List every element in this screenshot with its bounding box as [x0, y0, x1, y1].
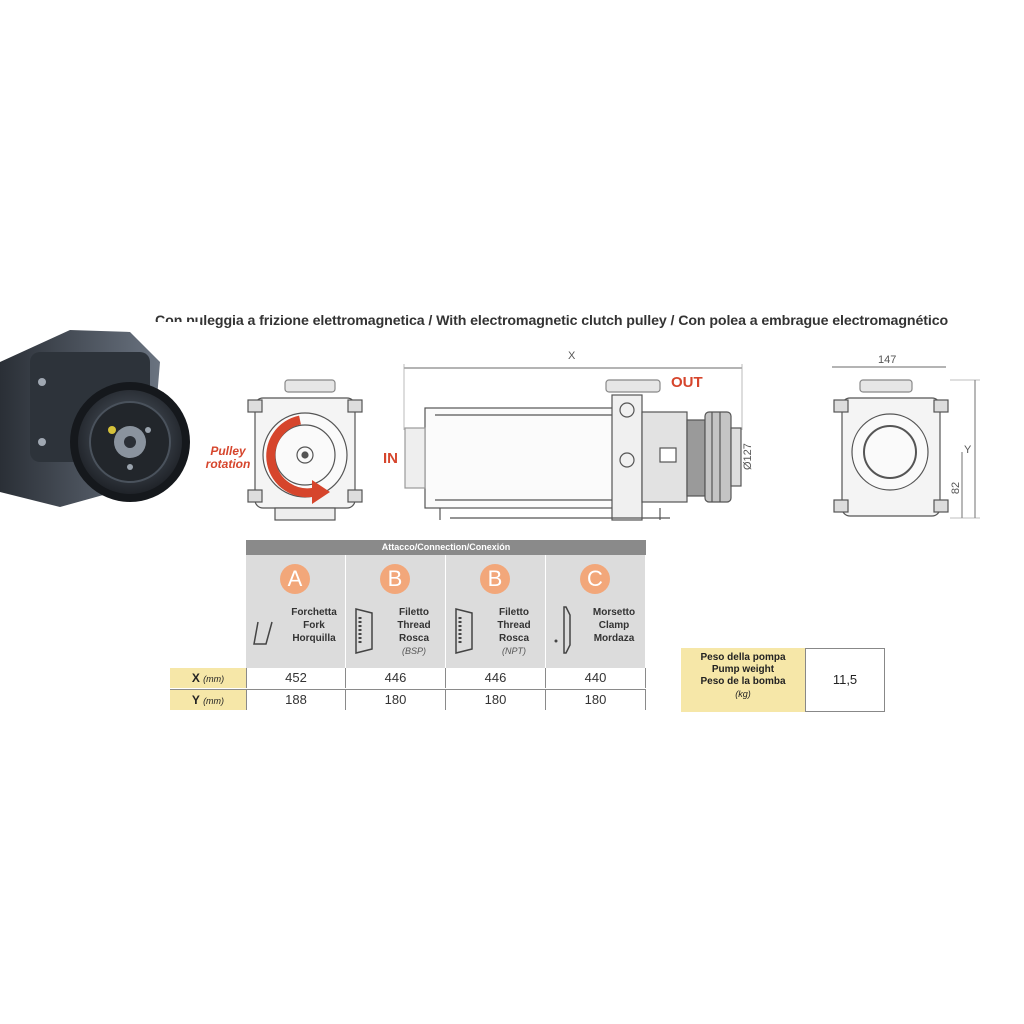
weight-box: Peso della pompa Pump weight Peso de la … — [681, 648, 885, 712]
table-row: Y (mm) 188 180 180 180 — [170, 690, 646, 710]
page-title: Con puleggia a frizione elettromagnetica… — [155, 313, 949, 329]
table-cell: 440 — [546, 668, 646, 688]
row-label: X (mm) — [170, 668, 246, 688]
table-cell: 180 — [446, 690, 546, 710]
connection-letter: A — [280, 564, 310, 594]
dimension-x: X — [568, 350, 576, 362]
connection-name: Morsetto Clamp Mordaza — [592, 607, 636, 644]
connection-col-b-npt: B Filetto Thread Rosca (NPT) — [446, 555, 546, 668]
thread-icon — [455, 608, 473, 654]
connection-header: Attacco/Connection/Conexión — [246, 540, 646, 555]
outlet-label: OUT — [671, 374, 703, 391]
dimension-width: 147 — [878, 354, 897, 366]
connection-col-a: A Forchetta Fork Horquilla — [246, 555, 346, 668]
connection-col-c: C Morsetto Clamp Mordaza — [546, 555, 646, 668]
table-cell: 188 — [246, 690, 346, 710]
connection-letter: B — [380, 564, 410, 594]
pump-photo — [0, 322, 200, 512]
table-cell: 446 — [446, 668, 546, 688]
table-cell: 180 — [346, 690, 446, 710]
table-cell: 180 — [546, 690, 646, 710]
inlet-label: IN — [383, 450, 398, 467]
row-label: Y (mm) — [170, 690, 246, 710]
connection-name: Filetto Thread Rosca (NPT) — [497, 607, 531, 656]
rotation-arrow-icon — [266, 415, 330, 504]
table-row: X (mm) 452 446 446 440 — [170, 668, 646, 688]
dimension-table: X (mm) 452 446 446 440 Y (mm) 188 180 18… — [170, 668, 646, 712]
table-cell: 446 — [346, 668, 446, 688]
weight-value: 11,5 — [805, 648, 885, 712]
pulley-rotation-label: Pulley rotation — [205, 444, 251, 471]
dimension-diameter: Ø127 — [742, 443, 754, 470]
connection-name: Forchetta Fork Horquilla — [291, 607, 337, 644]
dimension-82: 82 — [950, 481, 963, 495]
connection-letter: C — [580, 564, 610, 594]
connection-col-b-bsp: B Filetto Thread Rosca (BSP) — [346, 555, 446, 668]
clamp-icon — [554, 606, 571, 654]
front-view — [247, 379, 363, 521]
side-view — [403, 364, 743, 521]
technical-drawings — [247, 364, 980, 521]
connection-name: Filetto Thread Rosca (BSP) — [397, 607, 431, 656]
rear-view — [832, 366, 980, 519]
fork-icon — [253, 621, 273, 645]
dimension-y: Y — [964, 444, 972, 456]
table-cell: 452 — [246, 668, 346, 688]
weight-label: Peso della pompa Pump weight Peso de la … — [681, 648, 805, 712]
connection-letter: B — [480, 564, 510, 594]
connection-table: Attacco/Connection/Conexión A Forchetta … — [246, 540, 646, 668]
thread-icon — [355, 608, 373, 654]
